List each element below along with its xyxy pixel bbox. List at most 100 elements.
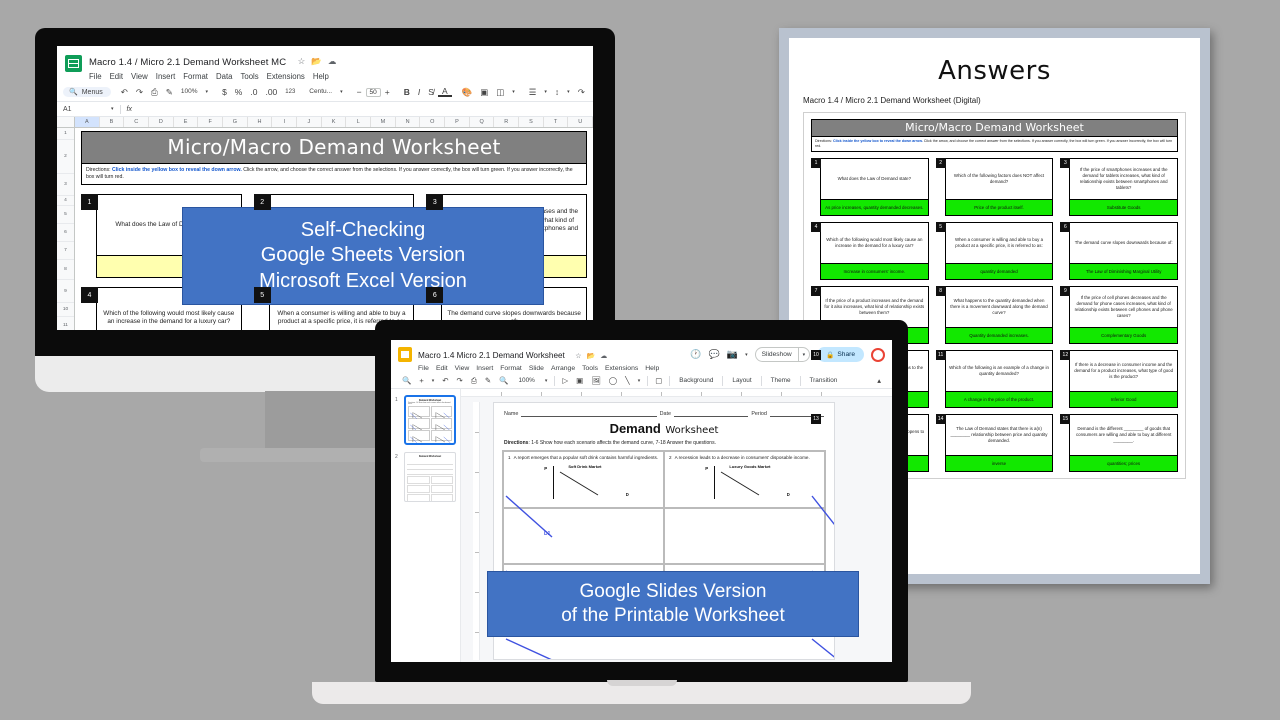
select-icon[interactable]: ▷: [562, 376, 569, 385]
sheets-menus-search-button[interactable]: 🔍 Menus: [63, 87, 111, 97]
slideshow-button[interactable]: Slideshow ▾: [754, 347, 811, 362]
text-wrap-icon[interactable]: ↷: [577, 86, 585, 97]
layout-button[interactable]: Layout: [732, 377, 752, 384]
version-history-icon[interactable]: 🕐: [690, 349, 702, 359]
zoom-level[interactable]: 100%: [518, 377, 535, 384]
select-all-corner[interactable]: [57, 117, 75, 127]
undo-icon[interactable]: ↶: [442, 376, 449, 385]
slides-menu-slide[interactable]: Slide: [528, 365, 544, 372]
add-comment-icon[interactable]: ▢: [655, 376, 663, 385]
chevron-down-icon[interactable]: ▾: [512, 88, 515, 95]
zoom-icon[interactable]: 🔍: [499, 376, 509, 385]
zoom-level[interactable]: 100%: [180, 87, 198, 95]
chevron-down-icon[interactable]: ▾: [431, 377, 435, 384]
row-header-11[interactable]: 11: [57, 317, 74, 330]
name-box[interactable]: A1: [63, 105, 72, 113]
sheets-menu-tools[interactable]: Tools: [240, 72, 259, 81]
column-header-L[interactable]: L: [346, 117, 372, 127]
more-formats-icon[interactable]: 123: [285, 89, 296, 95]
row-header-6[interactable]: 6: [57, 224, 74, 242]
bold-button[interactable]: B: [403, 86, 410, 97]
sheets-menu-data[interactable]: Data: [215, 72, 233, 81]
column-header-M[interactable]: M: [371, 117, 396, 127]
cloud-icon[interactable]: ☁: [327, 56, 337, 66]
row-header-5[interactable]: 5: [57, 206, 74, 224]
row-header-2[interactable]: 2: [57, 140, 74, 174]
currency-format-icon[interactable]: $: [222, 86, 227, 97]
chevron-down-icon[interactable]: ▾: [544, 88, 547, 95]
slides-menu-edit[interactable]: Edit: [435, 365, 448, 372]
move-icon[interactable]: 📂: [586, 353, 596, 360]
column-header-T[interactable]: T: [544, 117, 569, 127]
borders-icon[interactable]: ▣: [480, 86, 489, 97]
column-header-S[interactable]: S: [519, 117, 544, 127]
slides-menu-tools[interactable]: Tools: [582, 365, 598, 372]
row-header-7[interactable]: 7: [57, 242, 74, 260]
filmstrip-row[interactable]: 1 Demand Worksheet Directions: 1-6 Show …: [395, 395, 456, 445]
paint-format-icon[interactable]: ✎: [165, 86, 173, 97]
transition-button[interactable]: Transition: [809, 377, 838, 384]
column-header-O[interactable]: O: [420, 117, 446, 127]
column-header-B[interactable]: B: [100, 117, 125, 127]
chevron-down-icon[interactable]: ▾: [544, 377, 548, 384]
font-size-increase-button[interactable]: +: [384, 86, 390, 97]
chevron-down-icon[interactable]: ▾: [802, 351, 806, 358]
slide-thumbnail-2[interactable]: Demand Worksheet: [404, 452, 456, 502]
chevron-down-icon[interactable]: ▾: [567, 88, 570, 95]
image-icon[interactable]: 🖼: [591, 376, 601, 385]
percent-format-icon[interactable]: %: [234, 86, 243, 97]
sheets-menu-edit[interactable]: Edit: [109, 72, 124, 81]
slides-menu-file[interactable]: File: [418, 365, 429, 372]
redo-icon[interactable]: ↷: [456, 376, 463, 385]
column-header-C[interactable]: C: [124, 117, 150, 127]
row-header-1[interactable]: 1: [57, 128, 74, 140]
column-header-F[interactable]: F: [198, 117, 224, 127]
row-header-8[interactable]: 8: [57, 260, 74, 280]
slides-menu-help[interactable]: Help: [645, 365, 660, 372]
search-icon[interactable]: 🔍: [402, 376, 412, 385]
column-header-I[interactable]: I: [272, 117, 298, 127]
row-header-10[interactable]: 10: [57, 303, 74, 317]
chevron-down-icon[interactable]: ▾: [340, 88, 343, 95]
column-header-A[interactable]: A: [75, 117, 100, 127]
sheets-menu-file[interactable]: File: [89, 72, 102, 81]
new-slide-icon[interactable]: +: [419, 376, 424, 385]
slides-menu-format[interactable]: Format: [500, 365, 522, 372]
star-icon[interactable]: ☆: [297, 56, 306, 66]
sheets-doc-title[interactable]: Macro 1.4 / Micro 2.1 Demand Worksheet M…: [89, 57, 287, 68]
column-header-Q[interactable]: Q: [470, 117, 495, 127]
row-header-9[interactable]: 9: [57, 280, 74, 303]
column-header-U[interactable]: U: [568, 117, 593, 127]
sheets-menu-insert[interactable]: Insert: [155, 72, 176, 81]
move-icon[interactable]: 📂: [311, 56, 322, 66]
theme-button[interactable]: Theme: [770, 377, 791, 384]
column-header-N[interactable]: N: [396, 117, 421, 127]
sheets-menu-format[interactable]: Format: [183, 72, 208, 81]
column-header-J[interactable]: J: [297, 117, 322, 127]
chevron-down-icon[interactable]: ▾: [205, 88, 209, 95]
font-size-input[interactable]: 50: [365, 87, 381, 97]
cloud-icon[interactable]: ☁: [600, 353, 608, 360]
print-icon[interactable]: ⎙: [470, 375, 477, 385]
background-button[interactable]: Background: [679, 377, 714, 384]
column-header-P[interactable]: P: [445, 117, 470, 127]
row-header-4[interactable]: 4: [57, 196, 74, 206]
slides-menu-insert[interactable]: Insert: [476, 365, 494, 372]
paint-format-icon[interactable]: ✎: [484, 376, 492, 385]
slide-thumbnail-1[interactable]: Demand Worksheet Directions: 1-6 Show ho…: [404, 395, 456, 445]
share-button[interactable]: 🔒 Share: [817, 347, 864, 362]
slides-menu-view[interactable]: View: [454, 365, 470, 372]
chevron-down-icon[interactable]: ▾: [589, 89, 594, 95]
italic-button[interactable]: I: [417, 86, 421, 97]
avatar[interactable]: [871, 347, 885, 362]
column-header-G[interactable]: G: [223, 117, 248, 127]
row-header-3[interactable]: 3: [57, 174, 74, 196]
strikethrough-button[interactable]: S̸: [428, 86, 434, 97]
shape-icon[interactable]: ◯: [608, 376, 618, 385]
comment-icon[interactable]: 💬: [708, 349, 720, 359]
chevron-down-icon[interactable]: ▾: [111, 106, 114, 112]
line-icon[interactable]: ╲: [625, 376, 630, 385]
print-icon[interactable]: ⎙: [150, 86, 158, 97]
chevron-down-icon[interactable]: ▾: [637, 377, 641, 384]
chevron-up-icon[interactable]: ▴: [877, 376, 881, 385]
